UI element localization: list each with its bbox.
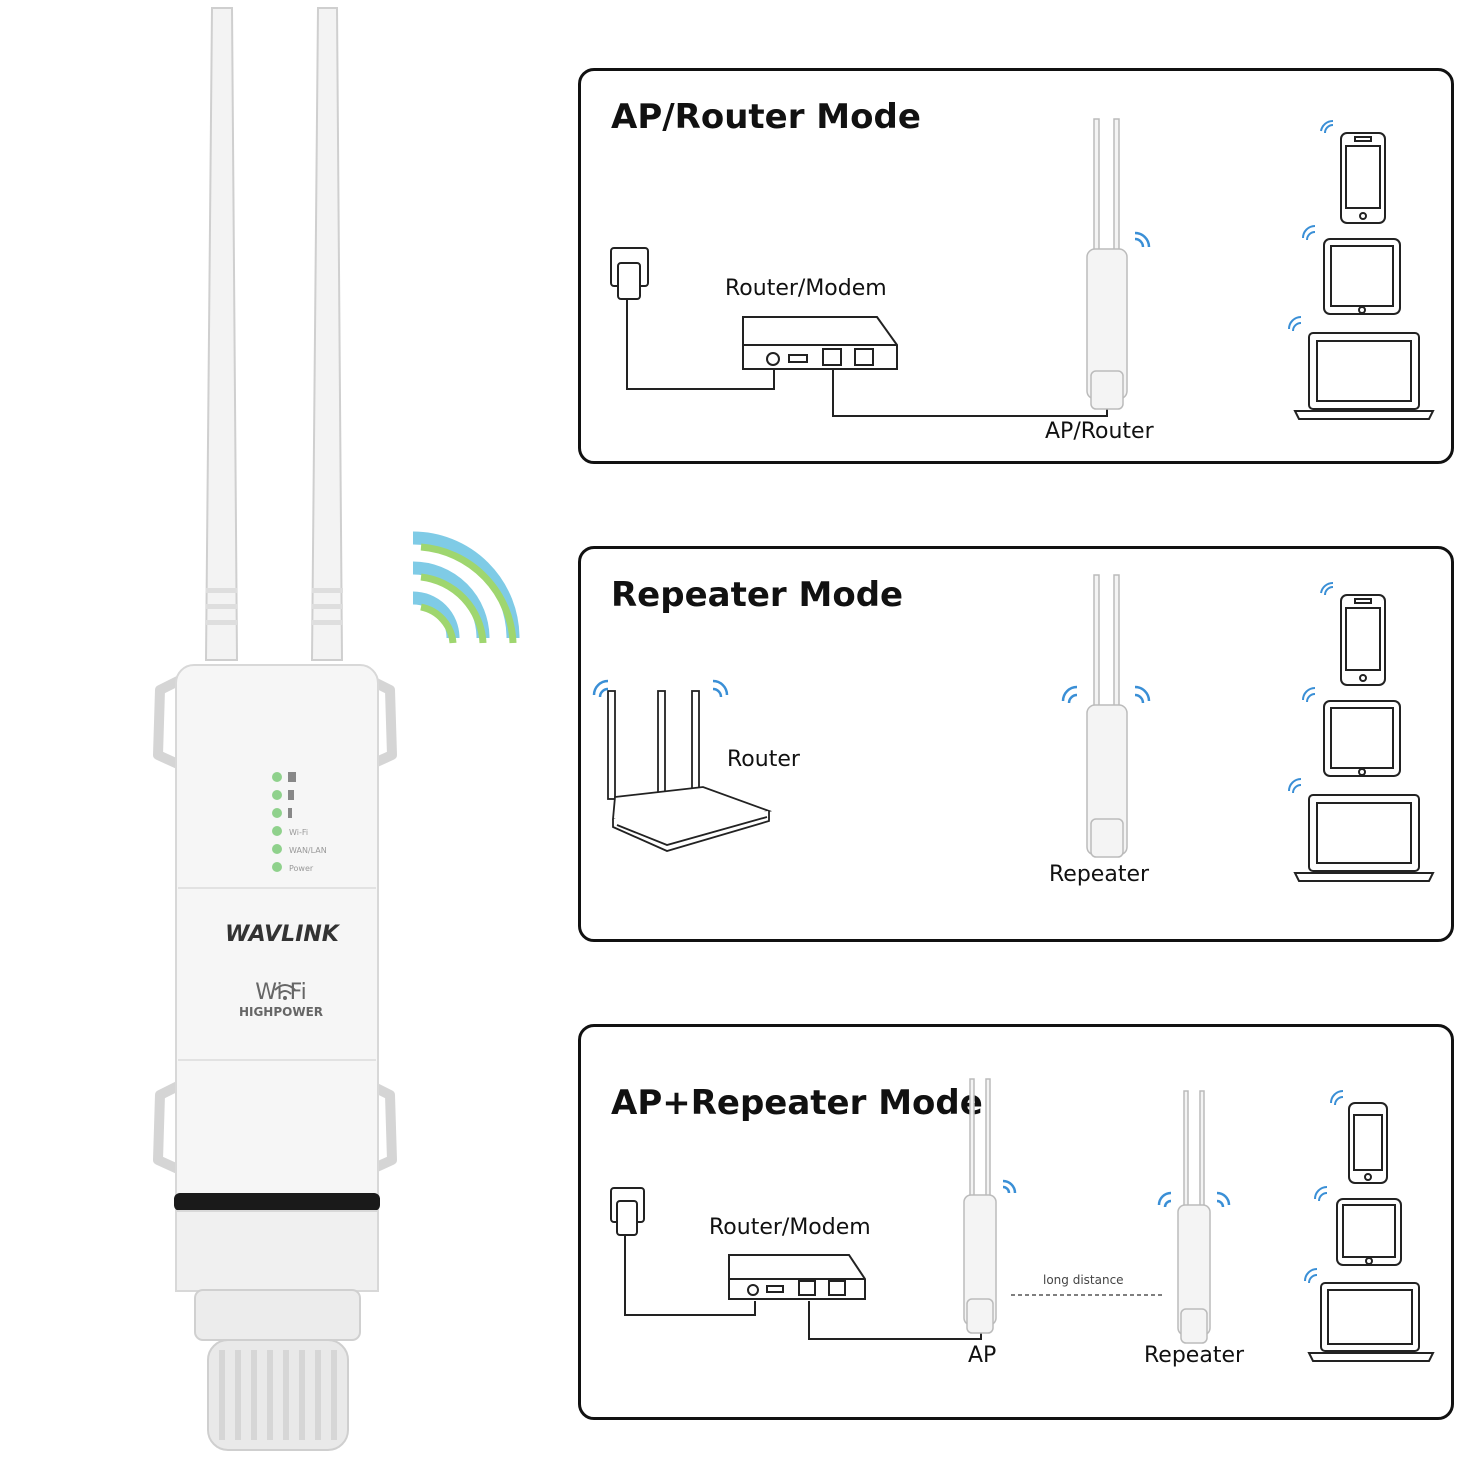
panel-diagram bbox=[592, 574, 1435, 882]
wifi-wave-icon bbox=[1061, 685, 1151, 704]
tablet-icon bbox=[1323, 238, 1401, 315]
modem-label: Router/Modem bbox=[725, 276, 887, 301]
brand-logo: WAVLINK bbox=[225, 922, 341, 947]
phone-icon bbox=[1340, 132, 1386, 224]
wall-outlet-icon bbox=[610, 1187, 645, 1236]
tablet-icon bbox=[1323, 700, 1401, 777]
router-icon bbox=[607, 690, 773, 852]
device-label: Repeater bbox=[1049, 862, 1150, 887]
led-indicators bbox=[272, 772, 296, 872]
wifi-symbol-icon bbox=[274, 984, 296, 995]
led-label-wifi: Wi-Fi bbox=[289, 828, 308, 837]
panel-title: Repeater Mode bbox=[611, 575, 904, 615]
product-illustration: Wi-Fi WAN/LAN Power WAVLINK Wi Fi HIGHPO… bbox=[153, 7, 397, 1451]
led-label-wanlan: WAN/LAN bbox=[289, 846, 327, 855]
panel-title: AP/Router Mode bbox=[611, 97, 921, 137]
phone-icon bbox=[1348, 1102, 1388, 1184]
wifi-wave-icon bbox=[592, 679, 729, 698]
laptop-icon bbox=[1293, 332, 1435, 420]
laptop-icon bbox=[1293, 794, 1435, 882]
ap-router-device-icon bbox=[1086, 118, 1128, 410]
repeater-device-icon bbox=[1086, 574, 1128, 858]
wall-outlet-icon bbox=[610, 247, 649, 300]
led-label-power: Power bbox=[289, 864, 314, 873]
router-label: Router bbox=[727, 747, 800, 772]
antenna-right bbox=[310, 7, 344, 661]
signal-waves-icon bbox=[412, 531, 520, 644]
panel-ap-router-mode: AP/Router Mode bbox=[578, 68, 1454, 464]
panel-repeater-mode: Repeater Mode bbox=[578, 546, 1454, 942]
device-body bbox=[175, 664, 379, 1286]
laptop-icon bbox=[1307, 1282, 1435, 1362]
device-label: AP/Router bbox=[1045, 419, 1154, 444]
cable-gland bbox=[207, 1339, 349, 1451]
router-modem-icon bbox=[728, 1254, 866, 1300]
antenna-left bbox=[204, 7, 239, 661]
wifi-wave-icon bbox=[1134, 231, 1151, 248]
panel-ap-repeater-mode: AP+Repeater Mode bbox=[578, 1024, 1454, 1420]
wifi-sub: HIGHPOWER bbox=[239, 1005, 323, 1019]
link-label: long distance bbox=[1043, 1273, 1124, 1287]
repeater-label: Repeater bbox=[1144, 1343, 1245, 1368]
panel-diagram bbox=[610, 118, 1435, 420]
modem-label: Router/Modem bbox=[709, 1215, 871, 1240]
ap-device-icon bbox=[963, 1078, 997, 1334]
panel-title: AP+Repeater Mode bbox=[611, 1083, 983, 1123]
repeater-device-icon bbox=[1177, 1090, 1211, 1344]
panel-diagram bbox=[610, 1078, 1435, 1362]
router-modem-icon bbox=[742, 316, 898, 370]
tablet-icon bbox=[1336, 1198, 1402, 1266]
ap-label: AP bbox=[968, 1343, 997, 1368]
phone-icon bbox=[1340, 594, 1386, 686]
